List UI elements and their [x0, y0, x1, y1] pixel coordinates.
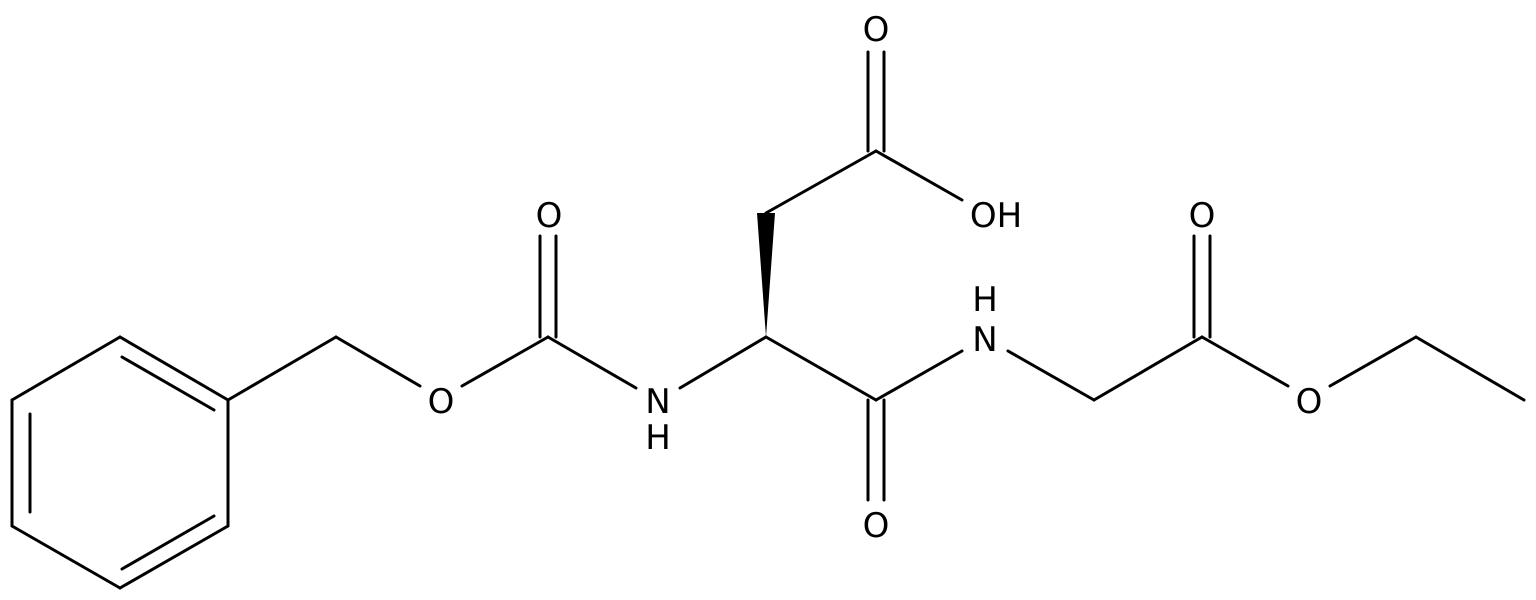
bond-carbonyl-n [546, 335, 638, 390]
bond-ethyl-ch3 [1414, 335, 1526, 402]
atom-label-n: N [645, 382, 670, 422]
bond-ester-c-o [1200, 335, 1290, 388]
bond-ch2-ester-c [1092, 335, 1204, 402]
atom-label-h: H [645, 418, 671, 458]
bond-n-ch2 [1006, 349, 1096, 402]
bond-n-alpha-c [678, 335, 768, 390]
atom-label-h: H [972, 280, 998, 320]
atom-label-oh: OH [970, 196, 1022, 236]
bond-ring-ch2 [226, 335, 338, 402]
bond-o-carbonyl [460, 335, 550, 388]
benzene-ring [10, 335, 230, 590]
bond-o-ethyl-ch2 [1328, 335, 1418, 388]
bond-amide-c-n [874, 349, 964, 402]
atom-label-n: N [972, 320, 997, 360]
ring-inner-double-bond [120, 514, 216, 571]
ring-inner-double-bond [120, 355, 216, 412]
atom-label-o: O [428, 382, 455, 422]
ring-bond [118, 335, 230, 402]
atom-label-o: O [863, 10, 890, 50]
bond-acid-c-oh [874, 149, 964, 202]
stereo-wedge-bond [757, 213, 775, 337]
ring-bond [118, 524, 230, 590]
ring-bond [10, 524, 122, 590]
atom-label-o: O [1189, 196, 1216, 236]
ring-bond [10, 335, 122, 402]
atom-label-o: O [863, 506, 890, 546]
bond-alpha-c-amide-c [764, 335, 878, 402]
bond-ch2-o [334, 335, 422, 388]
atom-label-o: O [536, 196, 563, 236]
atom-label-o: O [1296, 382, 1323, 422]
bond-ch2-acid-c [764, 149, 878, 215]
